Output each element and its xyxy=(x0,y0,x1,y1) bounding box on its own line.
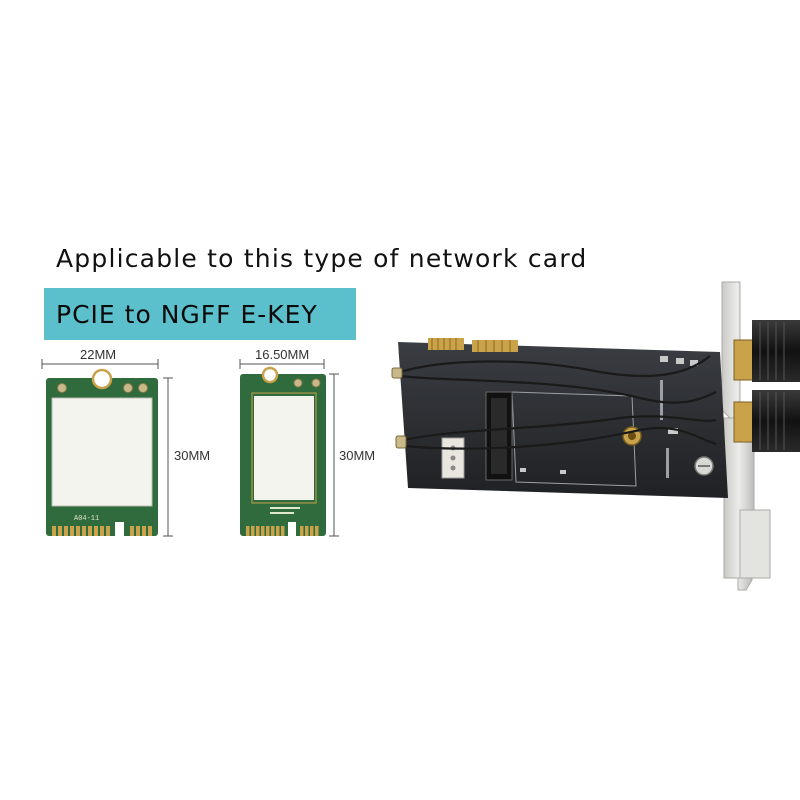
card-a-width-label: 22MM xyxy=(80,347,117,362)
card-b xyxy=(240,366,326,537)
banner: PCIE to NGFF E-KEY xyxy=(44,288,356,340)
card-b-dimension-lines xyxy=(239,359,339,537)
card-a-silkscreen: A04-11 xyxy=(74,515,99,523)
banner-text: PCIE to NGFF E-KEY xyxy=(56,299,318,329)
card-a: A04-11 xyxy=(46,368,158,537)
card-b-width-label: 16.50MM xyxy=(255,347,310,362)
adapter-board xyxy=(391,281,800,591)
headline: Applicable to this type of network card xyxy=(56,244,588,273)
antenna-connectors xyxy=(733,320,800,452)
card-a-height-label: 30MM xyxy=(174,448,211,463)
antenna-cables xyxy=(399,355,717,450)
card-b-height-label: 30MM xyxy=(339,448,376,463)
pcie-fingers xyxy=(428,338,518,352)
card-a-dimension-lines xyxy=(41,359,173,537)
